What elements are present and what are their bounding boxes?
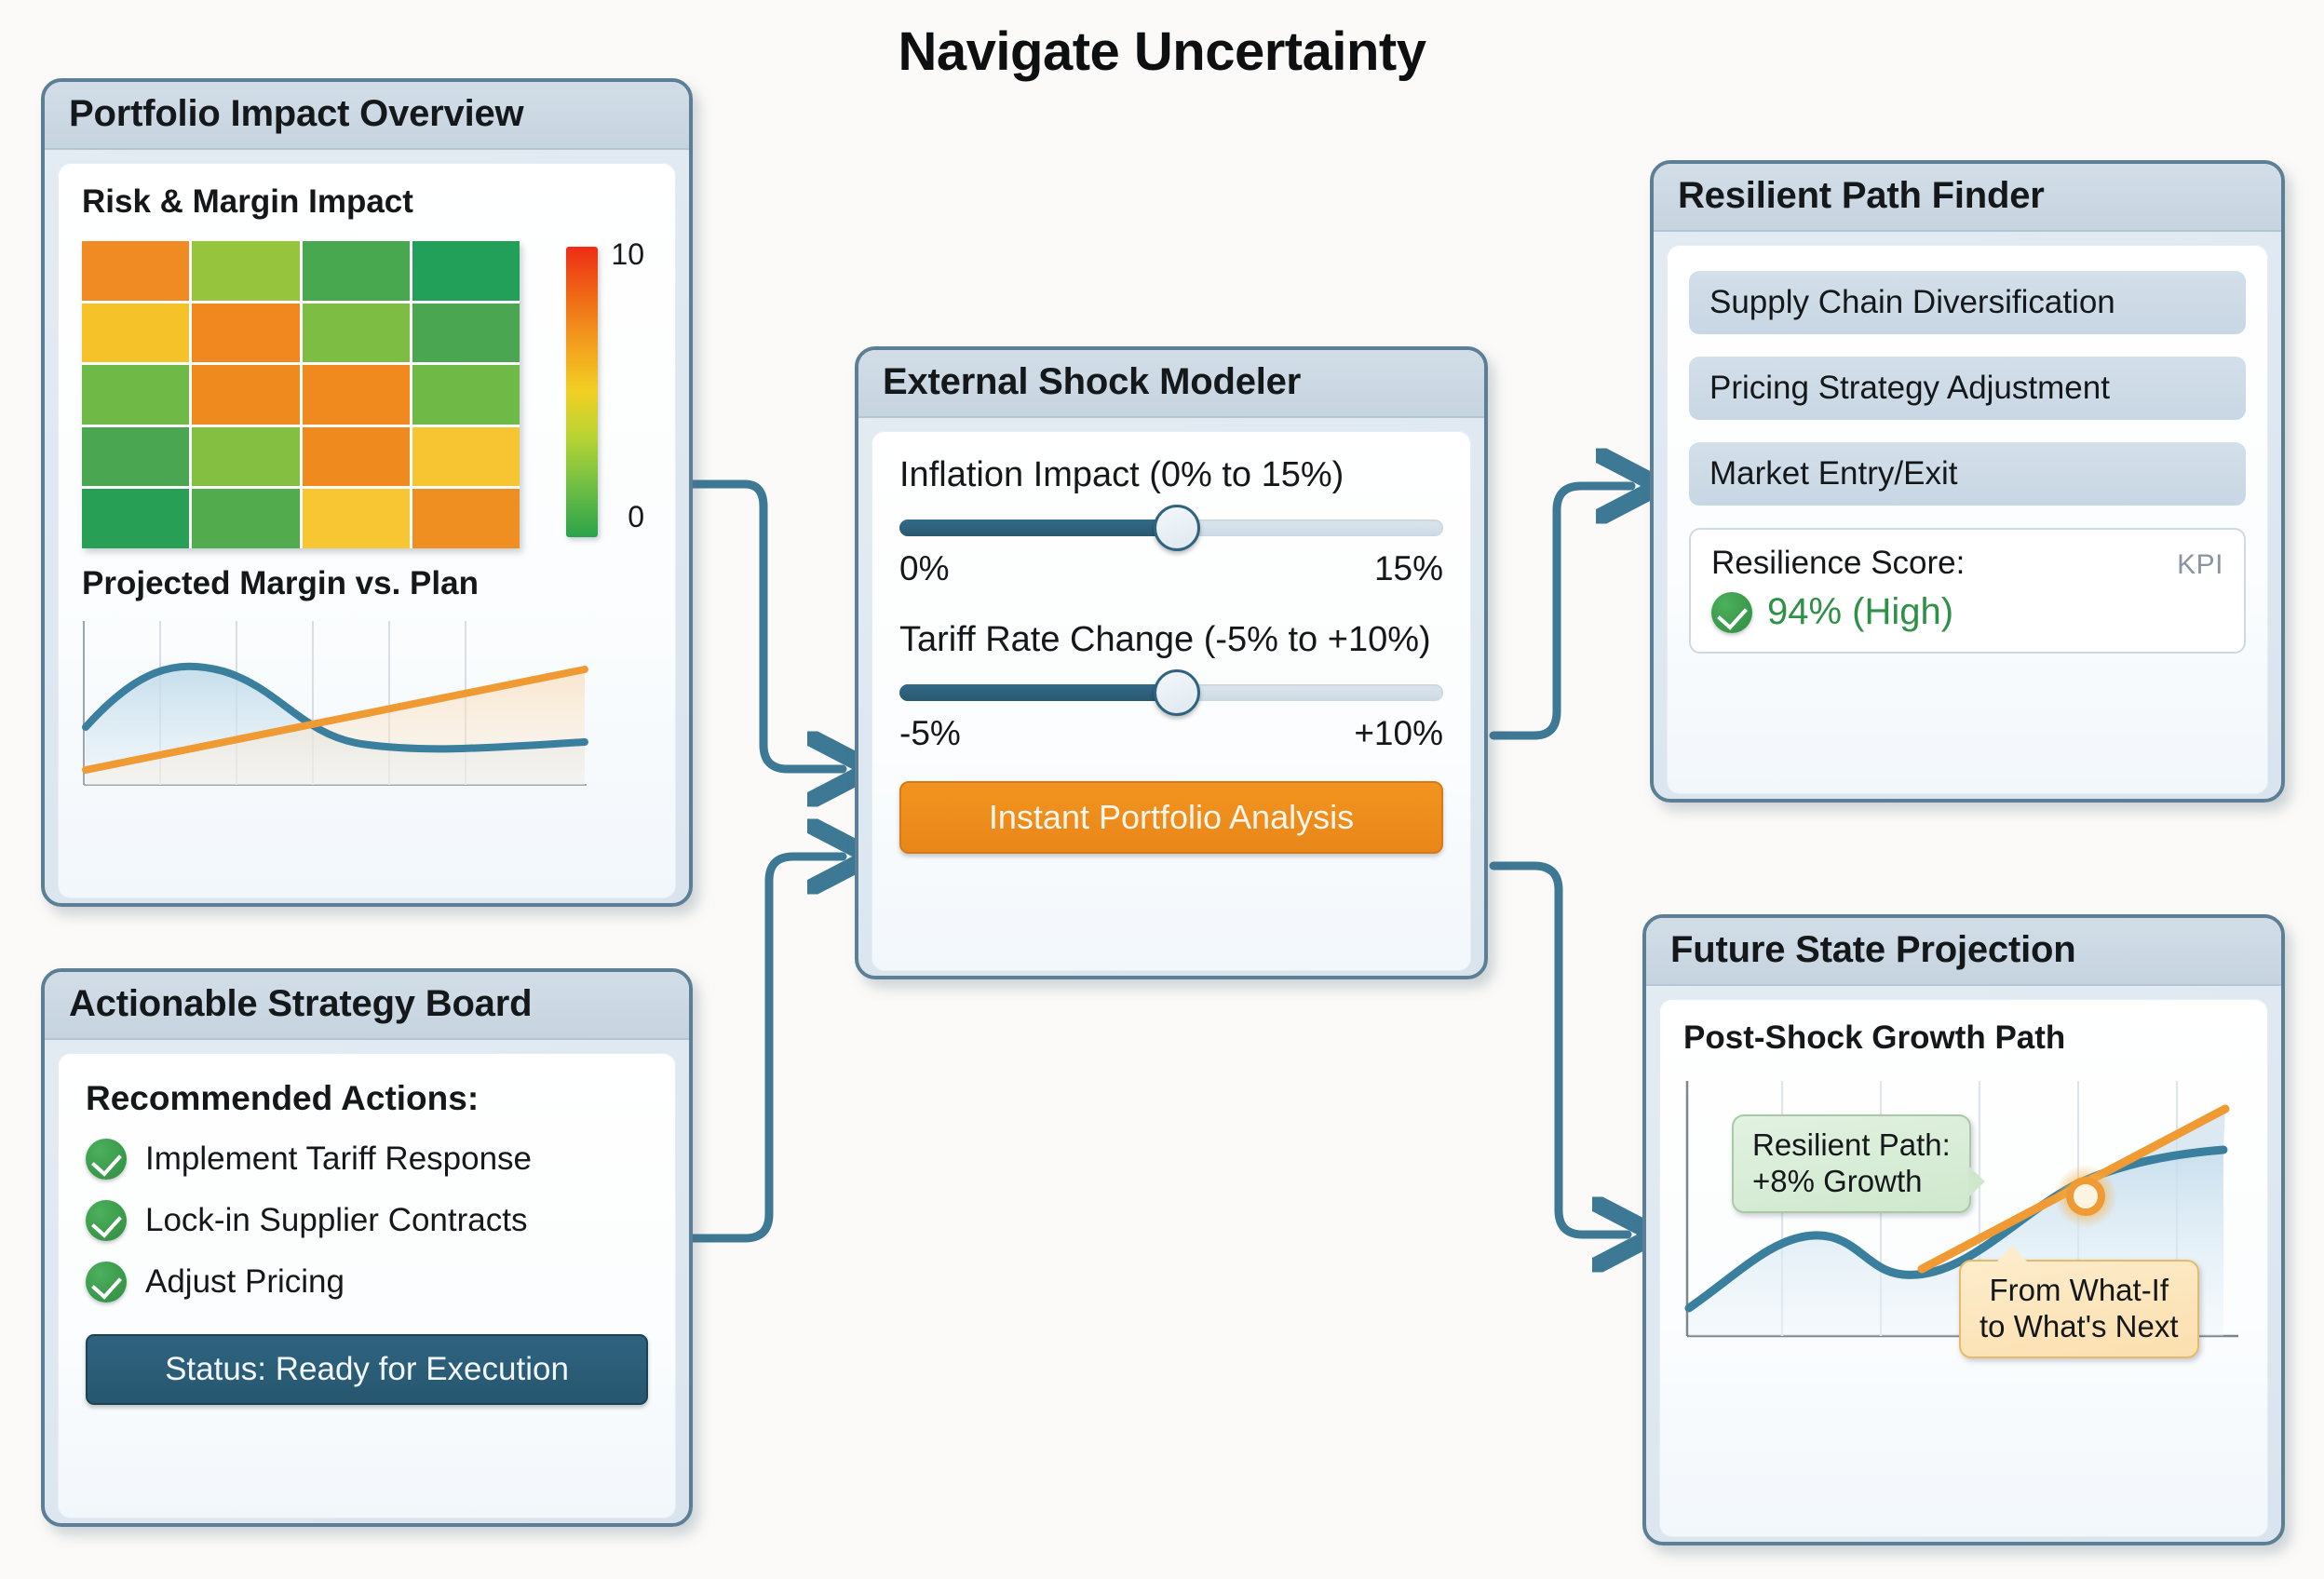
connector-shock-to-future: [1489, 861, 1628, 1235]
tariff-rate-change-slider[interactable]: [899, 669, 1443, 716]
heatmap-cell: [82, 489, 190, 548]
colorbar-min-label: 0: [628, 500, 644, 533]
slider-group-inflation: Inflation Impact (0% to 15%) 0% 15%: [899, 455, 1443, 588]
panel-header: External Shock Modeler: [858, 350, 1484, 418]
panel-header: Actionable Strategy Board: [45, 972, 689, 1040]
connector-portfolio-to-shock: [688, 479, 843, 769]
slider-min-label: -5%: [899, 714, 961, 752]
slider-label-inflation: Inflation Impact (0% to 15%): [899, 455, 1344, 494]
heatmap-cell: [302, 489, 410, 548]
page-title: Navigate Uncertainty: [898, 21, 1426, 82]
list-item[interactable]: Adjust Pricing: [86, 1262, 648, 1302]
action-label: Adjust Pricing: [145, 1263, 345, 1300]
heatmap-colorbar: [566, 247, 598, 537]
callout-what-if-next: From What-If to What's Next: [1959, 1246, 2199, 1358]
heatmap-title: Risk & Margin Impact: [82, 183, 413, 220]
instant-portfolio-analysis-button[interactable]: Instant Portfolio Analysis: [899, 781, 1443, 854]
heatmap-cell: [302, 241, 410, 301]
action-label: Lock-in Supplier Contracts: [145, 1202, 528, 1238]
heatmap-cell: [192, 241, 300, 301]
heatmap-cell: [302, 303, 410, 363]
check-circle-icon: [1711, 591, 1752, 633]
heatmap-cell: [412, 426, 520, 487]
panel-title: Future State Projection: [1670, 929, 2076, 970]
heatmap-cell: [302, 426, 410, 487]
kpi-label: Resilience Score:: [1711, 545, 1966, 581]
slider-thumb[interactable]: [1153, 505, 1200, 551]
heatmap-cell: [82, 303, 190, 363]
heatmap-cell: [192, 426, 300, 487]
heatmap-cell: [412, 303, 520, 363]
check-circle-icon: [86, 1262, 127, 1302]
heatmap-cell: [192, 365, 300, 425]
resilience-score-card: Resilience Score: KPI 94% (High): [1689, 528, 2246, 654]
heatmap-cell: [192, 303, 300, 363]
panel-header: Portfolio Impact Overview: [45, 82, 689, 150]
slider-fill: [899, 520, 1177, 536]
post-shock-growth-chart: Resilient Path: +8% Growth From What-If …: [1683, 1077, 2242, 1358]
resilient-option-pricing-strategy-adjustment[interactable]: Pricing Strategy Adjustment: [1689, 357, 2246, 420]
resilient-option-market-entry-exit[interactable]: Market Entry/Exit: [1689, 442, 2246, 506]
projection-chart-title: Post-Shock Growth Path: [1683, 1019, 2066, 1056]
panel-resilient-path-finder: Resilient Path Finder Supply Chain Diver…: [1650, 160, 2285, 803]
slider-fill: [899, 684, 1177, 701]
callout-resilient-path: Resilient Path: +8% Growth: [1732, 1114, 1985, 1213]
margin-chart-title: Projected Margin vs. Plan: [82, 565, 479, 601]
slider-min-label: 0%: [899, 549, 950, 587]
heatmap-cell: [412, 489, 520, 548]
recommended-actions-header: Recommended Actions:: [86, 1079, 480, 1117]
panel-title: Portfolio Impact Overview: [69, 93, 524, 134]
heatmap-cell: [412, 365, 520, 425]
check-circle-icon: [86, 1139, 127, 1180]
status-badge: Status: Ready for Execution: [86, 1334, 648, 1405]
panel-future-state-projection: Future State Projection Post-Shock Growt…: [1642, 914, 2285, 1545]
list-item[interactable]: Lock-in Supplier Contracts: [86, 1200, 648, 1241]
heatmap-cell: [82, 426, 190, 487]
slider-thumb[interactable]: [1153, 669, 1200, 716]
heatmap-cell: [412, 241, 520, 301]
heatmap-cell: [82, 365, 190, 425]
connector-shock-to-resilient: [1489, 486, 1631, 740]
projected-margin-chart: [82, 615, 589, 802]
panel-portfolio-impact-overview: Portfolio Impact Overview Risk & Margin …: [41, 78, 693, 907]
callout-line-2: +8% Growth: [1752, 1163, 1923, 1198]
panel-actionable-strategy-board: Actionable Strategy Board Recommended Ac…: [41, 968, 693, 1527]
panel-title: External Shock Modeler: [883, 361, 1302, 402]
heatmap-cell: [192, 489, 300, 548]
action-label: Implement Tariff Response: [145, 1140, 533, 1177]
slider-label-tariff: Tariff Rate Change (-5% to +10%): [899, 620, 1431, 659]
heatmap-cell: [302, 365, 410, 425]
heatmap-cell: [82, 241, 190, 301]
risk-margin-heatmap: [82, 241, 520, 548]
panel-external-shock-modeler: External Shock Modeler Inflation Impact …: [855, 346, 1488, 979]
resilient-option-supply-chain-diversification[interactable]: Supply Chain Diversification: [1689, 271, 2246, 334]
kpi-value: 94% (High): [1767, 591, 1954, 632]
slider-max-label: 15%: [1373, 549, 1443, 587]
connector-strategy-to-shock: [688, 857, 843, 1243]
check-circle-icon: [86, 1200, 127, 1241]
slider-group-tariff: Tariff Rate Change (-5% to +10%) -5% +10…: [899, 620, 1443, 753]
panel-header: Future State Projection: [1646, 918, 2281, 986]
inflation-impact-slider[interactable]: [899, 505, 1443, 551]
callout-line-2: to What's Next: [1979, 1308, 2179, 1343]
panel-title: Actionable Strategy Board: [69, 983, 533, 1024]
colorbar-max-label: 10: [611, 237, 644, 271]
callout-line-1: Resilient Path:: [1752, 1127, 1951, 1162]
panel-header: Resilient Path Finder: [1654, 164, 2281, 232]
panel-title: Resilient Path Finder: [1678, 175, 2045, 216]
list-item[interactable]: Implement Tariff Response: [86, 1139, 648, 1180]
callout-line-1: From What-If: [1989, 1273, 2169, 1307]
kpi-tag: KPI: [2177, 549, 2223, 580]
slider-max-label: +10%: [1354, 714, 1443, 752]
